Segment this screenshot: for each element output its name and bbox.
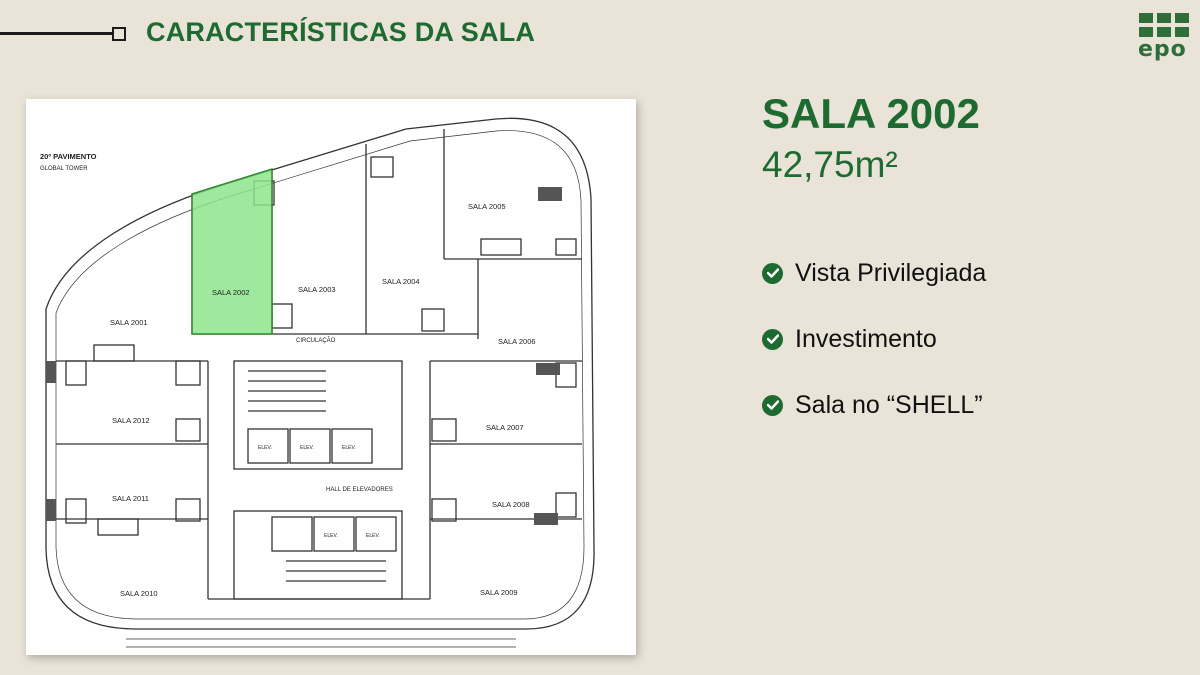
floor-label: 20º PAVIMENTO <box>40 152 97 161</box>
header-rule-square <box>112 27 126 41</box>
room-label-2007: SALA 2007 <box>486 423 524 432</box>
epo-logo: epo <box>1138 13 1189 71</box>
column-block <box>46 361 56 383</box>
room-label-2012: SALA 2012 <box>112 416 150 425</box>
room-area: 42,75m² <box>762 144 898 185</box>
room-label-2005: SALA 2005 <box>468 202 506 211</box>
room-label-2002: SALA 2002 <box>212 288 250 297</box>
elevator-label: ELEV. <box>300 445 314 451</box>
page-title: CARACTERÍSTICAS DA SALA <box>146 17 536 47</box>
hall-label: HALL DE ELEVADORES <box>326 487 393 493</box>
column-block <box>536 363 560 375</box>
feature-item: Vista Privilegiada <box>762 240 986 306</box>
room-label-2008: SALA 2008 <box>492 500 530 509</box>
feature-label: Investimento <box>795 324 937 353</box>
column-block <box>538 187 562 201</box>
column-block <box>534 513 558 525</box>
check-circle-icon <box>762 328 783 350</box>
feature-item: Sala no “SHELL” <box>762 372 986 438</box>
elevator-label: ELEV. <box>324 533 338 539</box>
check-circle-icon <box>762 262 783 284</box>
room-2002-highlight <box>191 167 273 335</box>
building-outline <box>45 117 595 630</box>
feature-label: Sala no “SHELL” <box>795 390 983 419</box>
room-label-2001: SALA 2001 <box>110 318 148 327</box>
logo-text: epo <box>1138 37 1187 62</box>
floor-plan: 20º PAVIMENTO GLOBAL TOWER SALA 2001 SAL… <box>26 99 636 655</box>
grid-logo-icon <box>1139 13 1189 37</box>
room-label-2010: SALA 2010 <box>120 589 158 598</box>
elevator-label: ELEV. <box>342 445 356 451</box>
room-label-2003: SALA 2003 <box>298 285 336 294</box>
feature-list: Vista Privilegiada Investimento Sala no … <box>762 240 986 438</box>
elevator-label: ELEV. <box>366 533 380 539</box>
header-rule <box>0 32 112 35</box>
feature-item: Investimento <box>762 306 986 372</box>
room-label-2004: SALA 2004 <box>382 277 420 286</box>
building-label: GLOBAL TOWER <box>40 166 88 172</box>
room-label-2009: SALA 2009 <box>480 588 518 597</box>
room-title: SALA 2002 <box>762 90 980 137</box>
elevator-label: ELEV. <box>258 445 272 451</box>
feature-label: Vista Privilegiada <box>795 258 987 287</box>
room-label-2011: SALA 2011 <box>112 494 149 503</box>
check-circle-icon <box>762 394 783 416</box>
circulation-label: CIRCULAÇÃO <box>296 337 336 344</box>
room-label-2006: SALA 2006 <box>498 337 536 346</box>
column-block <box>46 499 56 521</box>
